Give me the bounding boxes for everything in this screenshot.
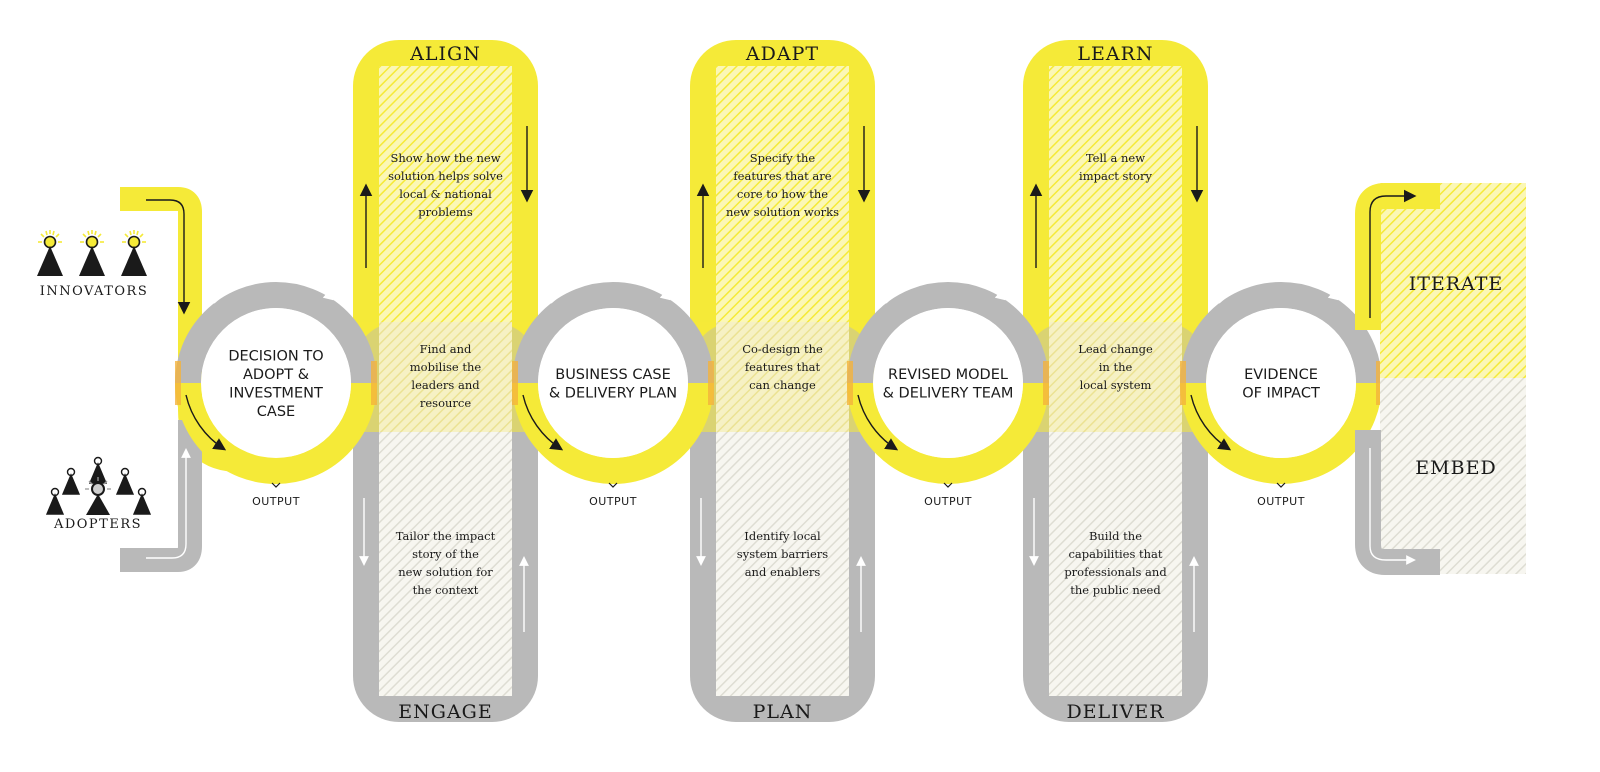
phase-top-label: ALIGN <box>409 43 481 65</box>
innovators-label: INNOVATORS <box>40 284 149 299</box>
hub-ring-2: BUSINESS CASE & DELIVERY PLAN OUTPUT <box>512 277 714 508</box>
innovator-figure-1 <box>37 230 63 276</box>
top-step-text: new solution works <box>726 205 839 219</box>
hub-ring-4: EVIDENCE OF IMPACT OUTPUT <box>1180 277 1382 508</box>
hub-label: CASE <box>257 404 295 420</box>
phase-column-2: ADAPT PLAN Specify the features that are cor… <box>690 40 875 723</box>
hub-ring-1: DECISION TO ADOPT & INVESTMENT CASE OUTPUT <box>175 277 377 508</box>
output-label: OUTPUT <box>924 495 972 508</box>
output-label: OUTPUT <box>589 495 637 508</box>
outcome-panel: ITERATE EMBED <box>1355 183 1526 575</box>
mid-step-text: leaders and <box>411 378 480 392</box>
top-step-text: local & national <box>399 187 492 201</box>
bottom-step-text: professionals and <box>1064 565 1167 579</box>
mid-step-text: Co-design the <box>742 342 823 356</box>
mid-step-text: features that <box>745 360 821 374</box>
chevron-down-icon <box>1276 482 1286 488</box>
adopter-figure-2 <box>61 467 81 495</box>
mid-step-text: Find and <box>420 342 472 356</box>
chevron-down-icon <box>271 482 281 488</box>
adopters-label: ADOPTERS <box>53 517 142 532</box>
output-label: OUTPUT <box>252 495 300 508</box>
mid-step-text: can change <box>749 378 816 392</box>
top-step-text: problems <box>418 205 473 219</box>
top-step-text: Tell a new <box>1086 151 1145 165</box>
mid-step-text: local system <box>1080 378 1152 392</box>
innovator-figure-3 <box>121 230 147 276</box>
adopter-figure-4 <box>45 487 65 515</box>
top-step-text: Show how the new <box>390 151 500 165</box>
hub-label: REVISED MODEL <box>888 367 1008 383</box>
top-step-text: solution helps solve <box>388 169 503 183</box>
phase-column-1: ALIGN ENGAGE Show how the new solution help… <box>353 40 538 723</box>
output-label: OUTPUT <box>1257 495 1305 508</box>
iterate-label: ITERATE <box>1409 273 1504 295</box>
hub-label: INVESTMENT <box>229 385 323 401</box>
phase-top-label: LEARN <box>1077 43 1153 65</box>
bottom-step-text: story of the <box>412 547 479 561</box>
adopter-figure-centre <box>85 477 111 515</box>
bottom-step-text: Build the <box>1089 529 1142 543</box>
bottom-step-text: Identify local <box>744 529 821 543</box>
adopter-entry-track <box>120 420 202 572</box>
top-step-text: impact story <box>1079 169 1152 183</box>
bottom-step-text: Tailor the impact <box>396 529 496 543</box>
hub-ring-3: REVISED MODEL & DELIVERY TEAM OUTPUT <box>847 277 1049 508</box>
hub-label: BUSINESS CASE <box>555 367 670 383</box>
mid-step-text: resource <box>420 396 471 410</box>
chevron-down-icon <box>943 482 953 488</box>
hub-label: & DELIVERY TEAM <box>883 385 1014 401</box>
phase-top-label: ADAPT <box>745 43 819 65</box>
innovator-figure-2 <box>79 230 105 276</box>
chevron-down-icon <box>608 482 618 488</box>
phase-bottom-label: ENGAGE <box>398 701 492 723</box>
bottom-step-text: capabilities that <box>1068 547 1162 561</box>
innovators-group: INNOVATORS <box>37 230 149 299</box>
mid-step-text: mobilise the <box>410 360 482 374</box>
hub-label: & DELIVERY PLAN <box>549 385 677 401</box>
hub-label: OF IMPACT <box>1242 385 1320 401</box>
embed-label: EMBED <box>1415 457 1496 479</box>
hub-label: ADOPT & <box>243 367 309 383</box>
bottom-step-text: the public need <box>1070 583 1161 597</box>
adopters-group: ADOPTERS <box>45 456 152 532</box>
phase-bottom-label: DELIVER <box>1066 701 1164 723</box>
phase-columns: ALIGN ENGAGE Show how the new solution help… <box>353 40 1208 723</box>
adopter-figure-5 <box>132 487 152 515</box>
top-step-text: features that are <box>733 169 831 183</box>
hub-label: EVIDENCE <box>1244 367 1318 383</box>
adopter-figure-3 <box>115 467 135 495</box>
top-step-text: core to how the <box>737 187 828 201</box>
bottom-step-text: and enablers <box>745 565 821 579</box>
mid-step-text: in the <box>1099 360 1133 374</box>
hub-label: DECISION TO <box>228 348 323 364</box>
bottom-step-text: the context <box>413 583 479 597</box>
bottom-step-text: system barriers <box>737 547 828 561</box>
phase-bottom-label: PLAN <box>753 701 813 723</box>
bottom-step-text: new solution for <box>398 565 493 579</box>
mid-step-text: Lead change <box>1078 342 1153 356</box>
top-step-text: Specify the <box>750 151 816 165</box>
